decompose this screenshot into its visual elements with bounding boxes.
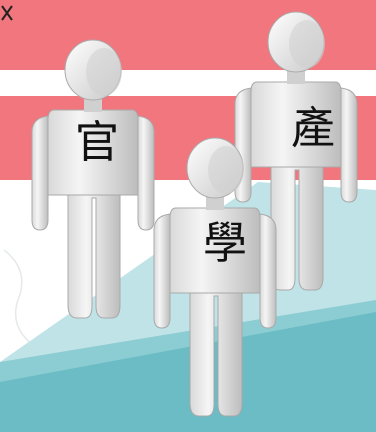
label-guan: 官 bbox=[75, 117, 119, 168]
label-chan: 產 bbox=[291, 103, 335, 154]
label-xue: 學 bbox=[203, 218, 247, 269]
partial-glyph bbox=[1, 5, 13, 21]
